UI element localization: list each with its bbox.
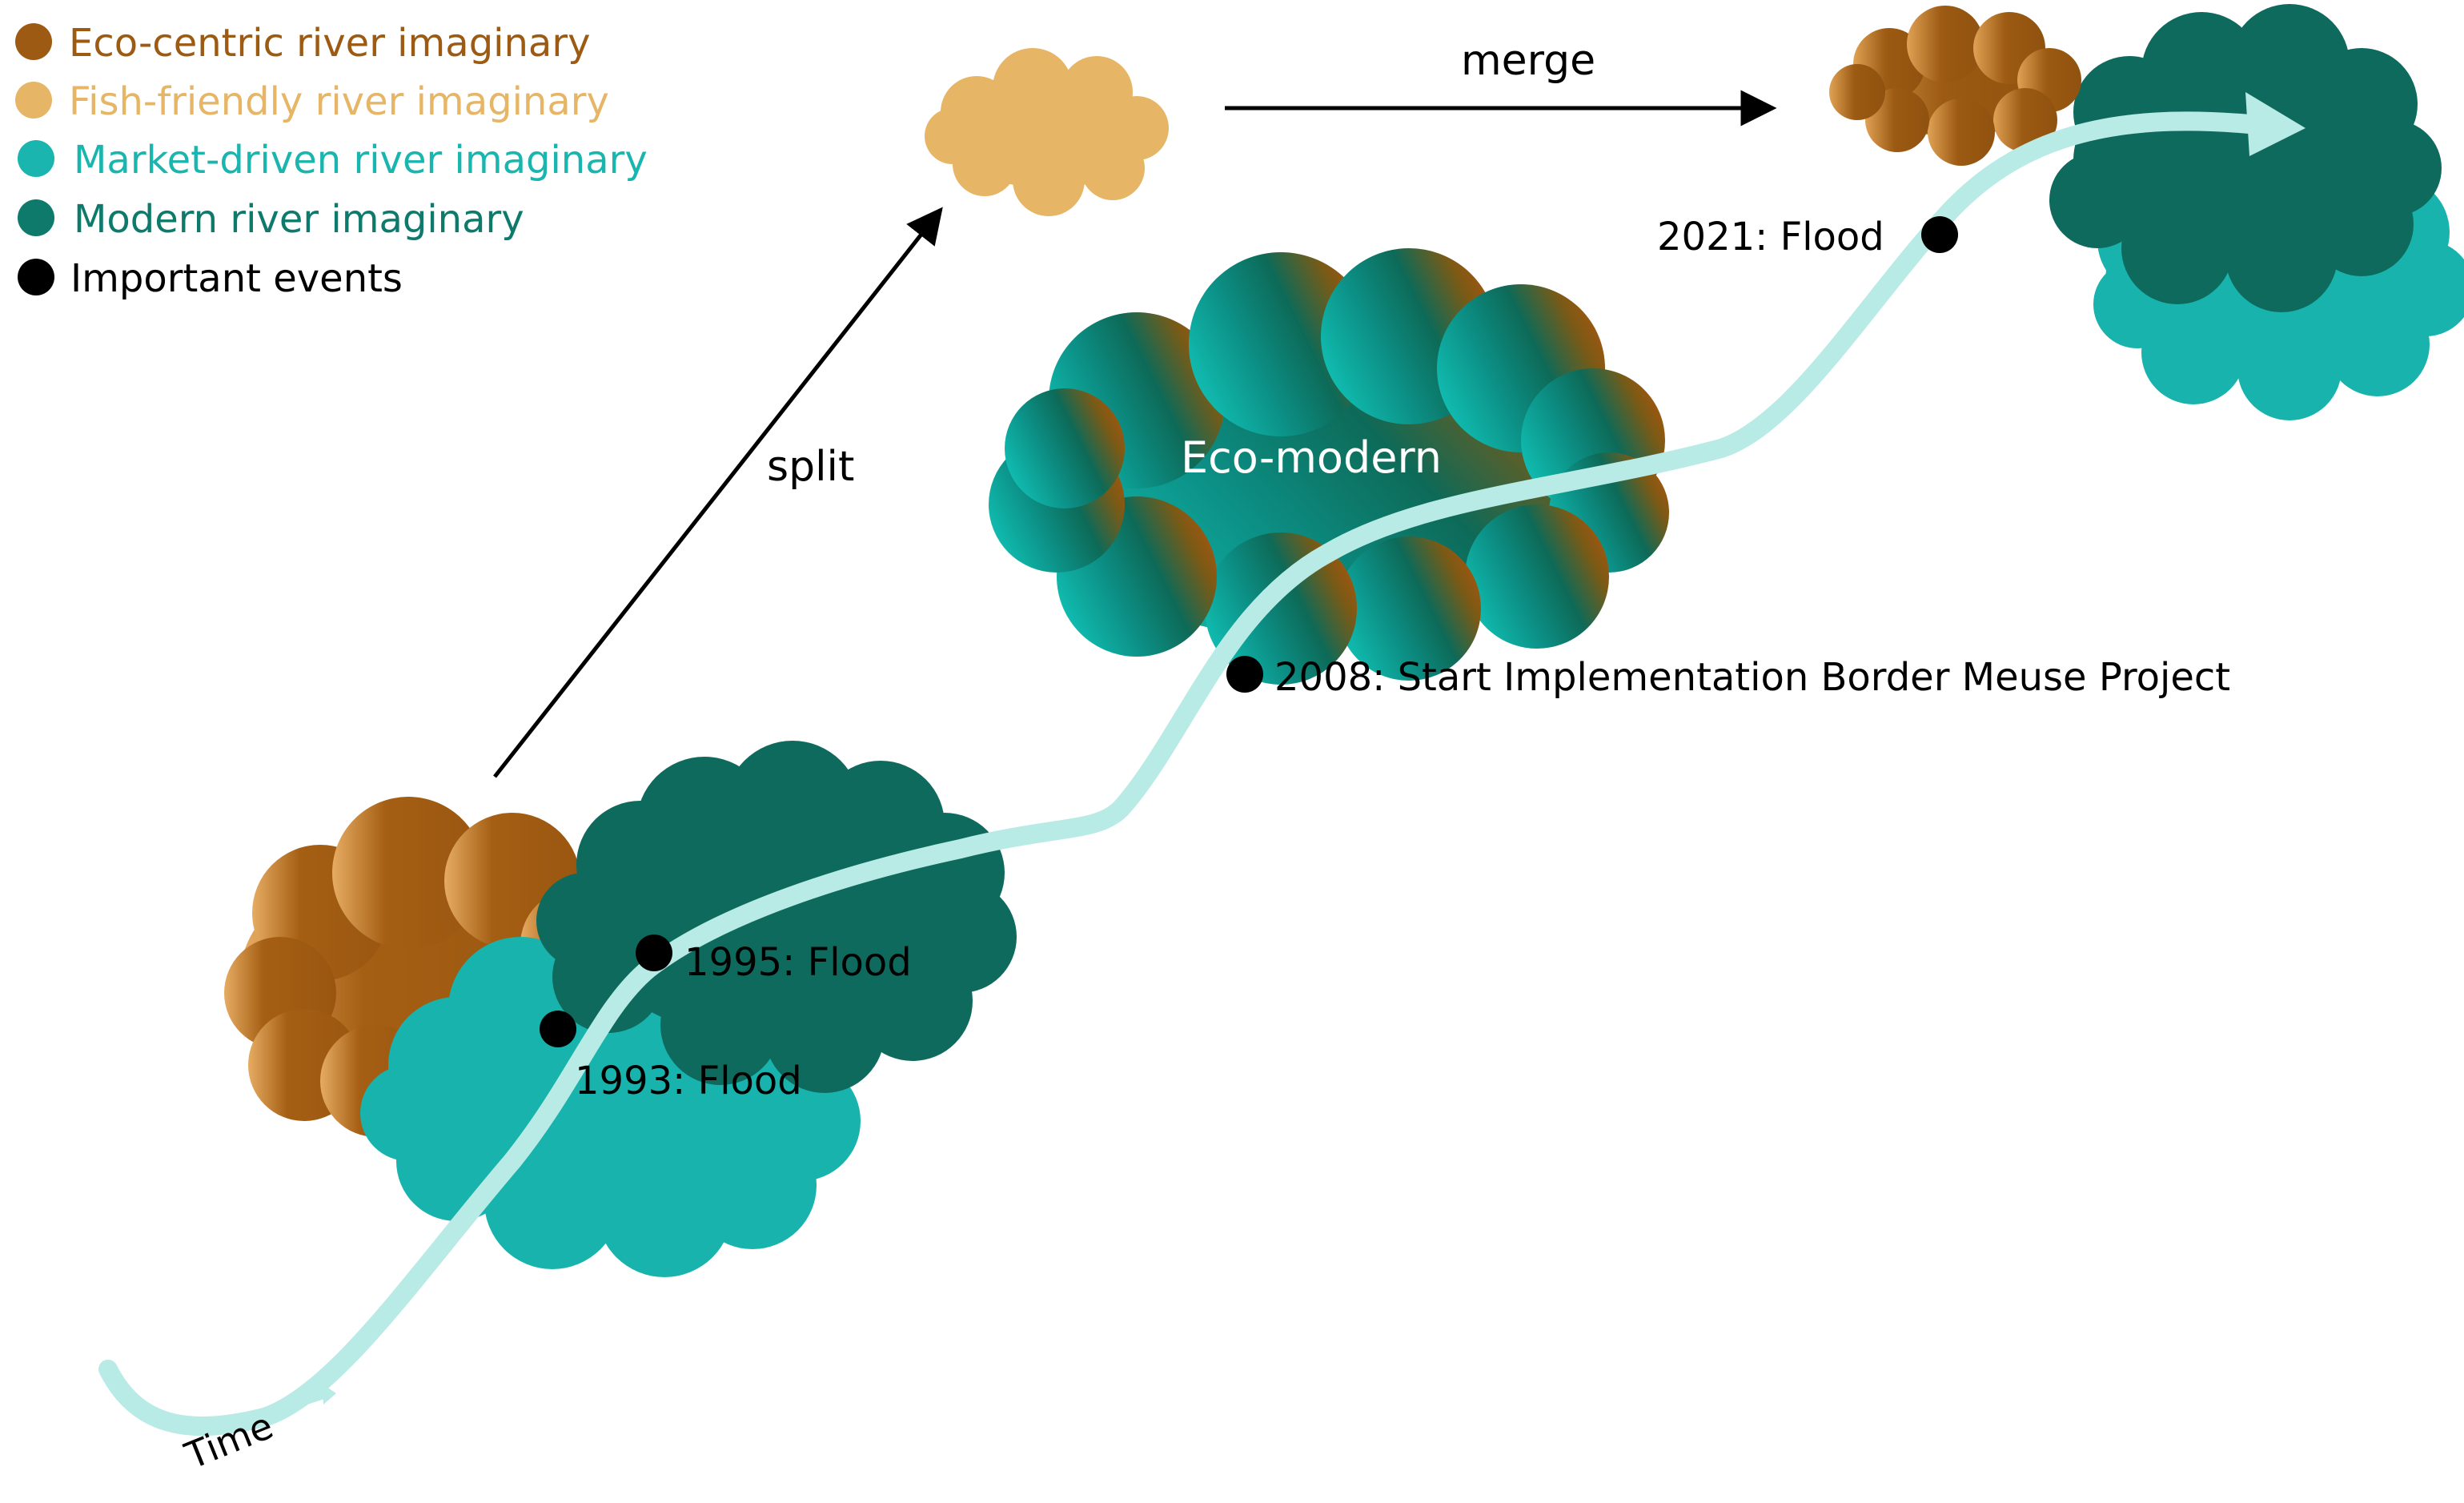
legend-label-market-driven: Market-driven river imaginary xyxy=(74,138,648,183)
event-dot-1993 xyxy=(540,1011,576,1047)
event-label-1995: 1995: Flood xyxy=(684,940,912,985)
time-arrow xyxy=(279,1392,330,1413)
event-label-2021: 2021: Flood xyxy=(1657,215,1884,259)
event-label-2008: 2008: Start Implementation Border Meuse … xyxy=(1274,655,2230,700)
cloud-modern-bottom xyxy=(536,741,1017,1093)
legend-swatch-market-driven xyxy=(18,140,54,177)
split-label: split xyxy=(767,443,854,491)
event-dot-2021 xyxy=(1921,216,1958,253)
event-dot-1995 xyxy=(636,934,672,971)
legend-swatch-important-events xyxy=(18,259,54,295)
legend: Eco-centric river imaginary Fish-friendl… xyxy=(15,21,648,301)
cloud-fish-friendly xyxy=(925,48,1169,216)
event-label-1993: 1993: Flood xyxy=(575,1059,802,1103)
split-arrow xyxy=(493,207,943,778)
legend-label-eco-centric: Eco-centric river imaginary xyxy=(69,21,590,66)
legend-label-important-events: Important events xyxy=(70,256,403,301)
timeline-path xyxy=(98,111,2259,1437)
cloud-eco-modern xyxy=(989,248,1669,685)
legend-swatch-eco-centric xyxy=(15,23,52,60)
timeline-arrowhead xyxy=(2245,92,2305,156)
eco-modern-label: Eco-modern xyxy=(1181,432,1442,483)
merge-label: merge xyxy=(1461,37,1595,85)
time-arrowhead xyxy=(322,1384,336,1405)
legend-swatch-fish-friendly xyxy=(15,82,52,119)
legend-swatch-modern xyxy=(18,199,54,236)
legend-label-modern: Modern river imaginary xyxy=(74,197,524,242)
cloud-eco-centric-top xyxy=(1829,6,2081,166)
legend-label-fish-friendly: Fish-friendly river imaginary xyxy=(69,79,609,124)
event-dot-2008 xyxy=(1226,656,1263,693)
cloud-modern-top xyxy=(2049,4,2442,312)
